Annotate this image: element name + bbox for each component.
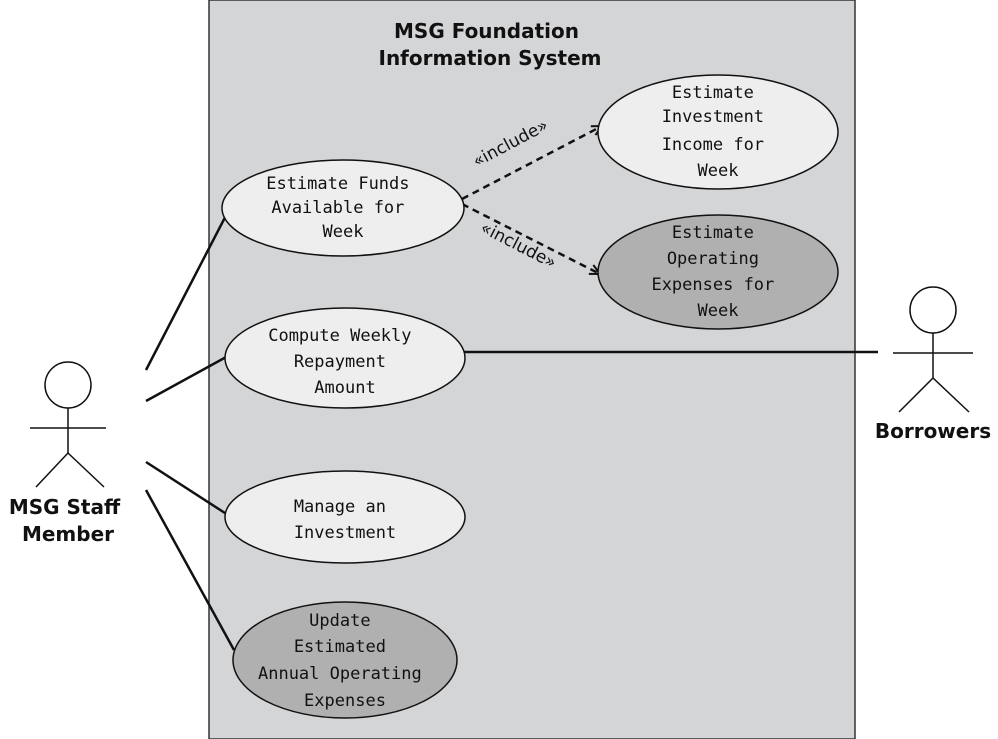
use-case-label-line: Estimate [672,83,754,103]
actor-label-line: Member [22,522,114,546]
use-case-shape [232,601,458,719]
use-case-label: Compute Weekly Repayment Amount [268,326,422,398]
use-case-label: Estimate Investment Income for Week [662,83,775,181]
staff-associations [144,199,236,651]
association-line [145,460,229,517]
use-case-compute-repayment[interactable]: Compute Weekly Repayment Amount [224,307,466,409]
use-case-shape [597,214,839,330]
actor-label-line: Borrowers [875,419,991,443]
include-arrow [461,124,602,201]
use-case-label-line: Estimate Funds [266,174,409,194]
actor-msg-staff-member[interactable]: MSG Staff Member [9,361,127,546]
use-case-label-line: Expenses [304,691,386,711]
use-case-label-line: Week [323,222,364,242]
use-case-label-line: Investment [294,523,396,543]
use-case-label: Estimate Funds Available for Week [266,174,420,242]
use-case-label-line: Compute Weekly [268,326,411,346]
use-case-label-line: Operating [667,249,759,269]
use-case-label-line: Income for [662,135,764,155]
use-case-label-line: Estimated [294,637,386,657]
use-case-label: Estimate Operating Expenses for Week [651,223,784,321]
use-case-label-line: Amount [314,378,375,398]
use-case-label-line: Available for [271,198,404,218]
system-title-line: Information System [379,46,602,70]
actor-label-line: MSG Staff [9,495,121,519]
use-case-label: Manage an Investment [294,497,396,543]
use-case-shape [221,159,465,257]
use-case-label-line: Investment [662,107,764,127]
use-case-shape [224,307,466,409]
use-case-label-line: Repayment [294,352,386,372]
actor-borrowers[interactable]: Borrowers [875,286,991,443]
use-case-manage-investment[interactable]: Manage an Investment [224,470,466,564]
use-case-estimate-funds[interactable]: Estimate Funds Available for Week [221,159,465,257]
use-case-label: Update Estimated Annual Operating Expens… [258,611,432,711]
use-case-estimate-operating-expenses[interactable]: Estimate Operating Expenses for Week [597,214,839,330]
include-arrow [461,202,600,276]
use-case-update-expenses[interactable]: Update Estimated Annual Operating Expens… [232,601,458,719]
use-case-shape [597,74,839,190]
association-line [145,354,229,403]
use-case-label-line: Week [698,301,739,321]
association-line [144,489,236,651]
use-case-estimate-investment-income[interactable]: Estimate Investment Income for Week [597,74,839,190]
use-case-label-line: Manage an [294,497,386,517]
stick-figure-icon [893,286,973,413]
use-case-label-line: Annual Operating [258,664,422,684]
system-title: MSG Foundation Information System [379,19,602,70]
actor-label: MSG Staff Member [9,495,127,546]
use-case-label-line: Expenses for [651,275,774,295]
actor-label: Borrowers [875,419,991,443]
stick-figure-icon [30,361,106,488]
use-case-label-line: Week [698,161,739,181]
use-case-shape [224,470,466,564]
association-line [144,199,236,371]
use-case-label-line: Update [309,611,370,631]
use-case-label-line: Estimate [672,223,754,243]
system-title-line: MSG Foundation [394,19,579,43]
